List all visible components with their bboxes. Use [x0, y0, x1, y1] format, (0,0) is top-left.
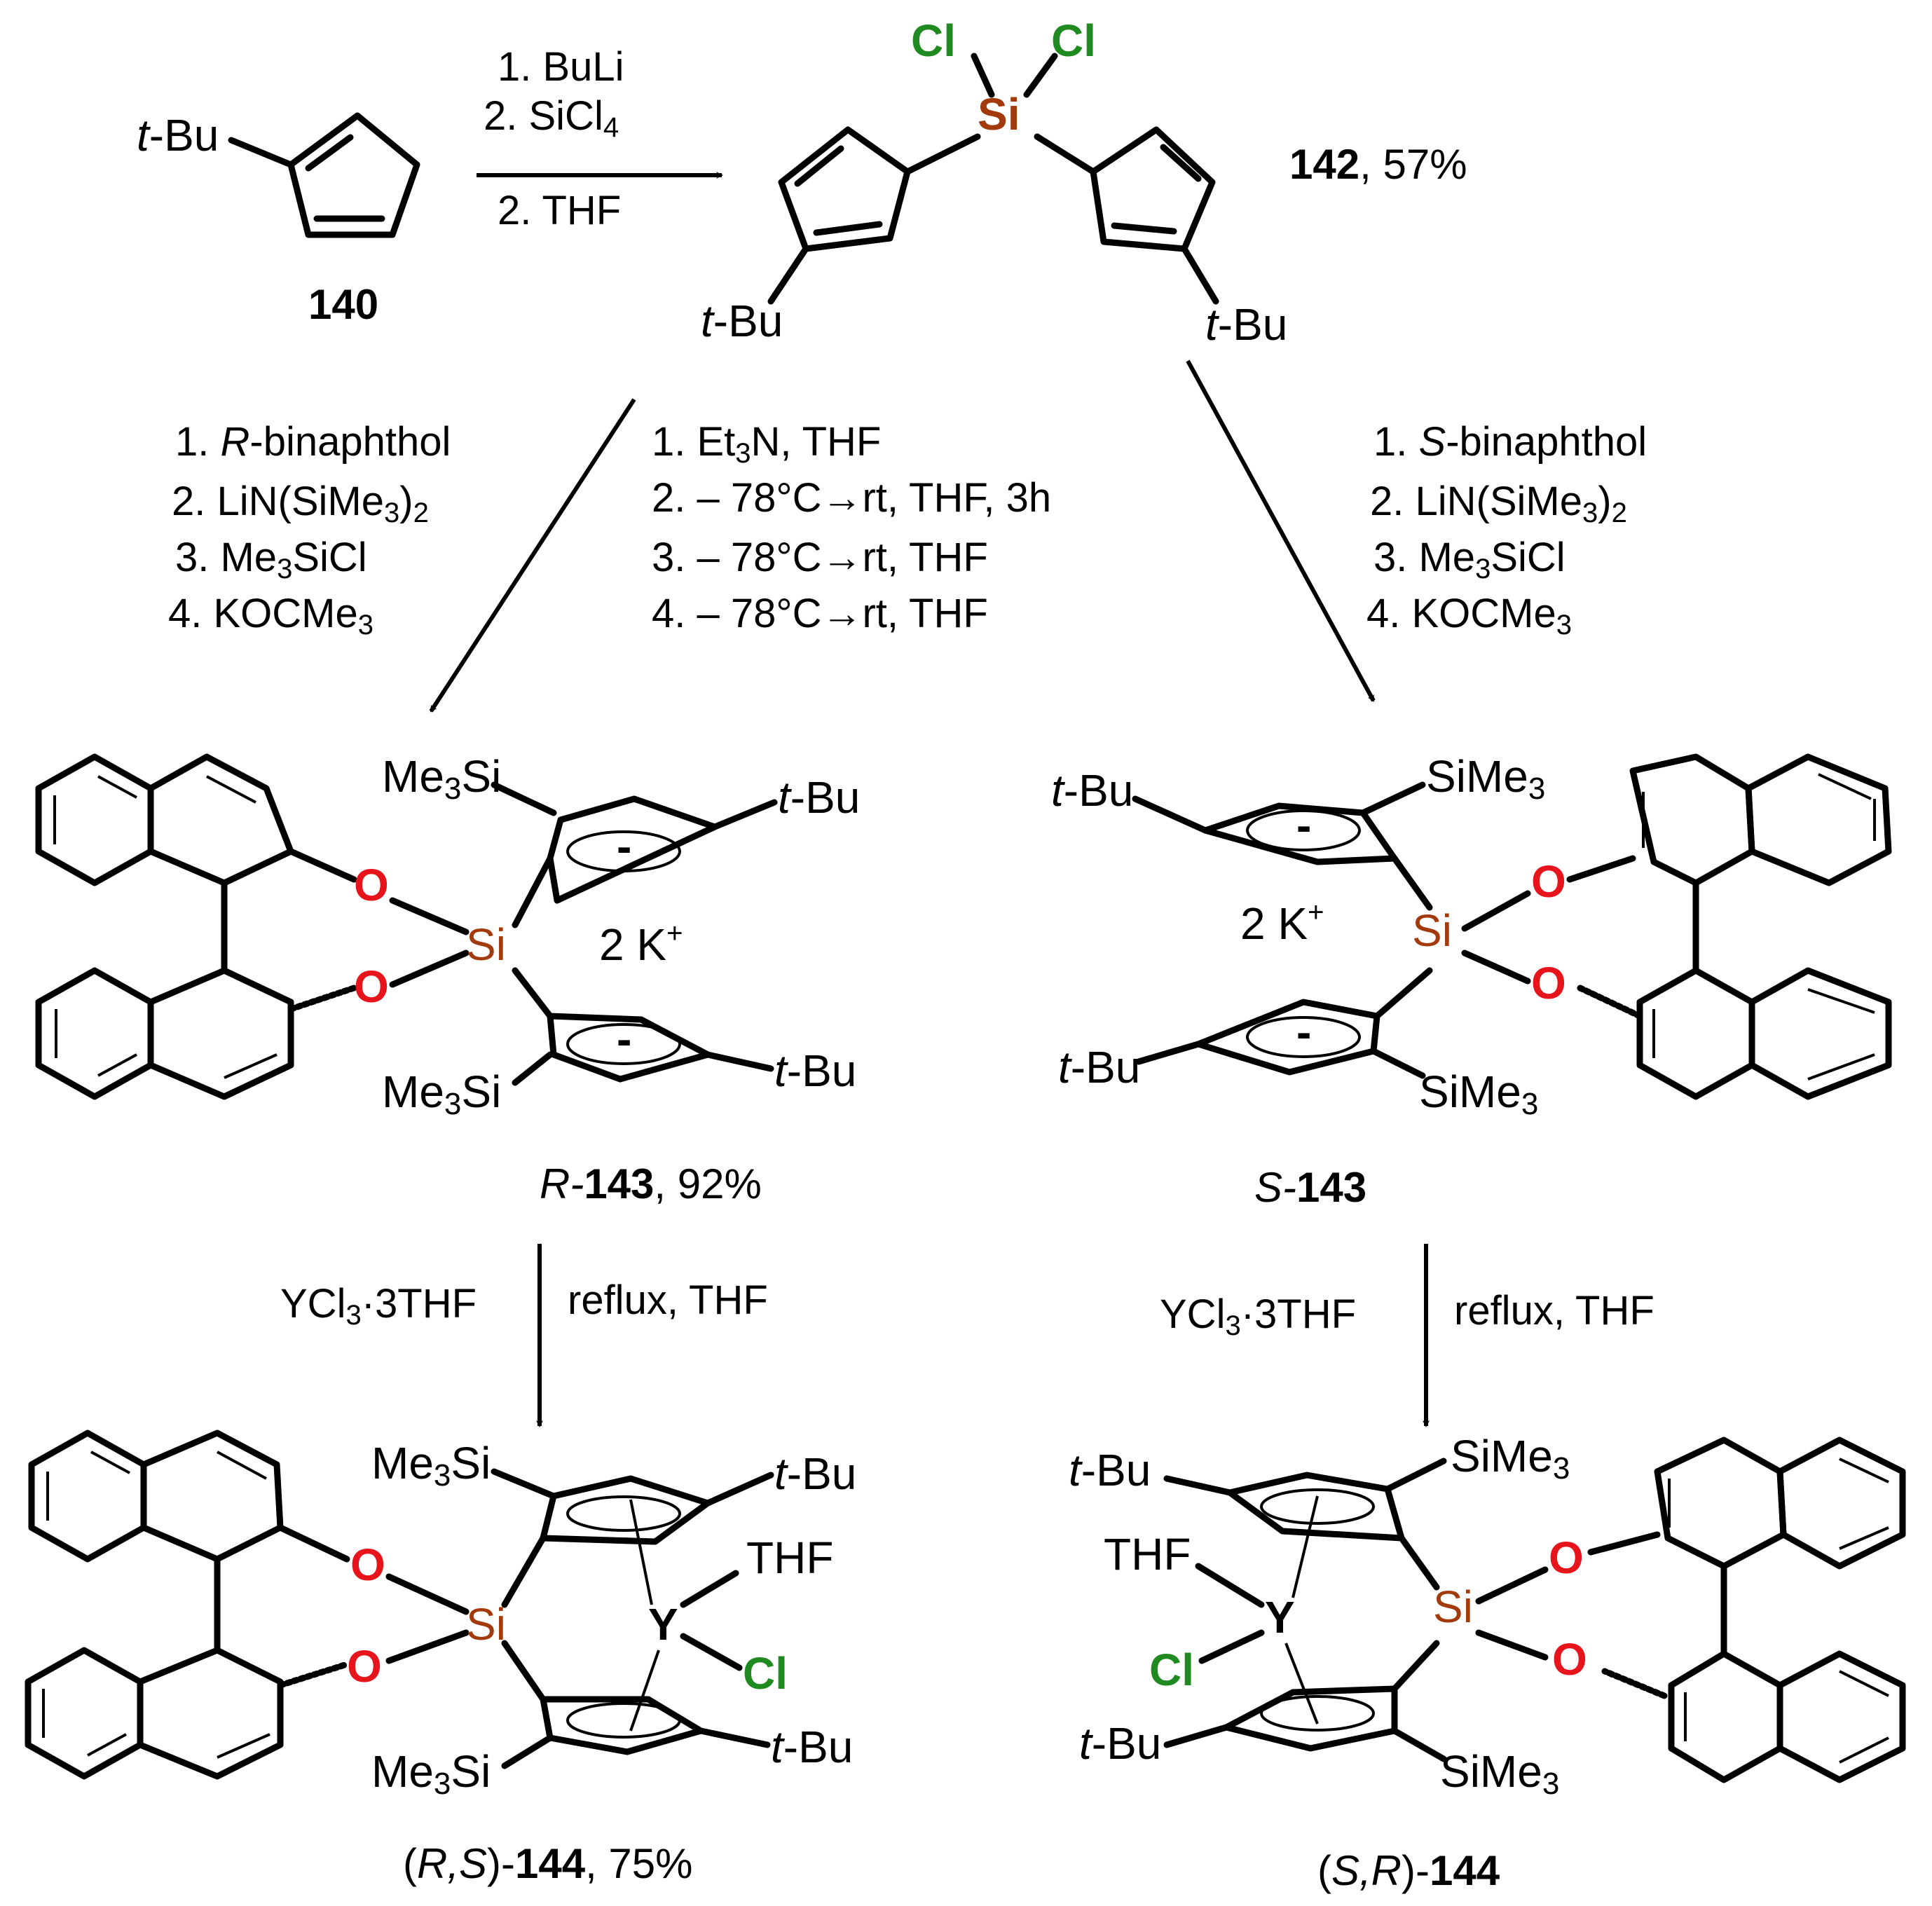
- compound-140-structure: t-Bu: [137, 110, 420, 238]
- svg-text:3. Me3SiCl: 3. Me3SiCl: [175, 535, 367, 584]
- svg-text:THF: THF: [746, 1533, 833, 1583]
- svg-text:Y: Y: [1265, 1592, 1295, 1643]
- svg-text:t-Bu: t-Bu: [1069, 1445, 1151, 1495]
- svg-text:YCl3·3THF: YCl3·3THF: [280, 1281, 477, 1331]
- svg-text:2 K+: 2 K+: [599, 918, 683, 970]
- svg-text:Me3Si: Me3Si: [371, 1438, 491, 1493]
- step2-middle-conditions: 1. Et3N, THF 2. – 78°C→rt, THF, 3h 3. – …: [652, 419, 1051, 636]
- svg-text:t-Bu: t-Bu: [774, 1448, 856, 1499]
- svg-text:3. – 78°C→rt, THF: 3. – 78°C→rt, THF: [652, 535, 988, 580]
- svg-text:2. LiN(SiMe3)2: 2. LiN(SiMe3)2: [1370, 479, 1627, 528]
- svg-text:reflux, THF: reflux, THF: [568, 1277, 768, 1323]
- svg-text:2. SiCl4: 2. SiCl4: [484, 93, 619, 143]
- svg-text:Me3Si: Me3Si: [382, 1067, 501, 1121]
- compound-r143-label: R-143, 92%: [540, 1160, 762, 1207]
- svg-text:-: -: [1296, 800, 1311, 851]
- compound-sr144-structure: O O Si SiMe3 t-Bu SiMe3 t-Bu Y THF Cl: [1069, 1431, 1906, 1801]
- svg-text:Si: Si: [978, 89, 1020, 139]
- svg-text:O: O: [350, 1540, 385, 1590]
- svg-text:O: O: [347, 1641, 382, 1692]
- step2-left-conditions: 1. R-binaphthol 2. LiN(SiMe3)2 3. Me3SiC…: [168, 419, 451, 640]
- svg-text:2. THF: 2. THF: [498, 188, 621, 233]
- svg-text:Me3Si: Me3Si: [382, 751, 501, 806]
- svg-text:O: O: [354, 961, 389, 1012]
- svg-text:reflux, THF: reflux, THF: [1454, 1288, 1654, 1333]
- svg-text:t-Bu: t-Bu: [1058, 1042, 1140, 1092]
- svg-text:t-Bu: t-Bu: [701, 296, 783, 346]
- svg-text:t-Bu: t-Bu: [771, 1722, 853, 1772]
- svg-text:YCl3·3THF: YCl3·3THF: [1160, 1291, 1356, 1341]
- svg-text:SiMe3: SiMe3: [1440, 1746, 1559, 1801]
- svg-text:Y: Y: [648, 1599, 678, 1650]
- svg-text:Si: Si: [1433, 1582, 1473, 1632]
- svg-text:O: O: [1549, 1533, 1584, 1583]
- svg-text:Si: Si: [1412, 905, 1452, 956]
- compound-140-label: 140: [308, 281, 378, 328]
- svg-text:O: O: [1531, 958, 1566, 1008]
- step3-right-conditions: YCl3·3THF reflux, THF: [1160, 1288, 1654, 1341]
- step3-left-conditions: YCl3·3THF reflux, THF: [280, 1277, 768, 1331]
- compound-rs144-structure: O O Si Me3Si t-Bu Me3Si t-Bu Y THF Cl: [25, 1430, 856, 1801]
- svg-text:1. R-binaphthol: 1. R-binaphthol: [175, 419, 451, 465]
- svg-text:Cl: Cl: [1051, 15, 1096, 66]
- svg-text:t-Bu: t-Bu: [1205, 299, 1287, 350]
- svg-text:Me3Si: Me3Si: [371, 1746, 491, 1801]
- svg-text:Si: Si: [466, 1599, 506, 1650]
- compound-s143-structure: O O Si - SiMe3 t-Bu - SiMe3 t-Bu 2 K+: [1051, 751, 1892, 1121]
- svg-text:-: -: [1296, 1007, 1311, 1057]
- svg-text:-: -: [617, 1014, 631, 1064]
- svg-text:t-Bu: t-Bu: [1079, 1718, 1161, 1769]
- step2-right-conditions: 1. S-binaphthol 2. LiN(SiMe3)2 3. Me3SiC…: [1366, 419, 1647, 640]
- svg-text:3. Me3SiCl: 3. Me3SiCl: [1373, 535, 1566, 584]
- svg-text:THF: THF: [1104, 1529, 1191, 1579]
- tbu-label: t-Bu: [137, 110, 219, 160]
- svg-text:t-Bu: t-Bu: [1051, 765, 1133, 816]
- svg-text:2. – 78°C→rt, THF, 3h: 2. – 78°C→rt, THF, 3h: [652, 475, 1051, 521]
- svg-text:O: O: [354, 860, 389, 910]
- svg-text:4. KOCMe3: 4. KOCMe3: [168, 591, 374, 640]
- svg-text:Cl: Cl: [911, 15, 956, 66]
- svg-text:1. BuLi: 1. BuLi: [498, 44, 624, 90]
- step1-conditions: 1. BuLi 2. SiCl4 2. THF: [484, 44, 624, 233]
- reaction-arrow-right: [1186, 359, 1376, 702]
- svg-text:O: O: [1552, 1634, 1587, 1685]
- svg-text:4. – 78°C→rt, THF: 4. – 78°C→rt, THF: [652, 591, 988, 636]
- compound-142-label: 142, 57%: [1289, 141, 1467, 188]
- compound-142-structure: Cl Cl Si t-Bu t-Bu: [701, 15, 1287, 350]
- compound-rs144-label: (R,S)-144, 75%: [403, 1840, 693, 1887]
- svg-text:SiMe3: SiMe3: [1426, 751, 1545, 806]
- svg-text:-: -: [617, 821, 631, 872]
- svg-text:O: O: [1531, 856, 1566, 907]
- compound-r143-structure: O O Si - Me3Si t-Bu - Me3Si t-Bu 2 K+: [35, 751, 860, 1121]
- compound-s143-label: S-143: [1254, 1164, 1366, 1211]
- svg-text:t-Bu: t-Bu: [778, 772, 860, 823]
- svg-text:Cl: Cl: [743, 1648, 788, 1699]
- svg-text:2 K+: 2 K+: [1240, 897, 1324, 949]
- svg-text:1. Et3N, THF: 1. Et3N, THF: [652, 419, 881, 469]
- svg-text:t-Bu: t-Bu: [774, 1045, 856, 1096]
- compound-sr144-label: (S,R)-144: [1317, 1847, 1500, 1894]
- svg-text:Cl: Cl: [1149, 1645, 1194, 1695]
- reaction-arrow-left: [429, 398, 636, 713]
- svg-text:1. S-binaphthol: 1. S-binaphthol: [1373, 419, 1647, 465]
- svg-text:SiMe3: SiMe3: [1419, 1067, 1538, 1121]
- svg-text:Si: Si: [466, 919, 506, 970]
- svg-text:4. KOCMe3: 4. KOCMe3: [1366, 591, 1572, 640]
- svg-text:SiMe3: SiMe3: [1451, 1431, 1570, 1486]
- svg-text:2. LiN(SiMe3)2: 2. LiN(SiMe3)2: [172, 479, 429, 528]
